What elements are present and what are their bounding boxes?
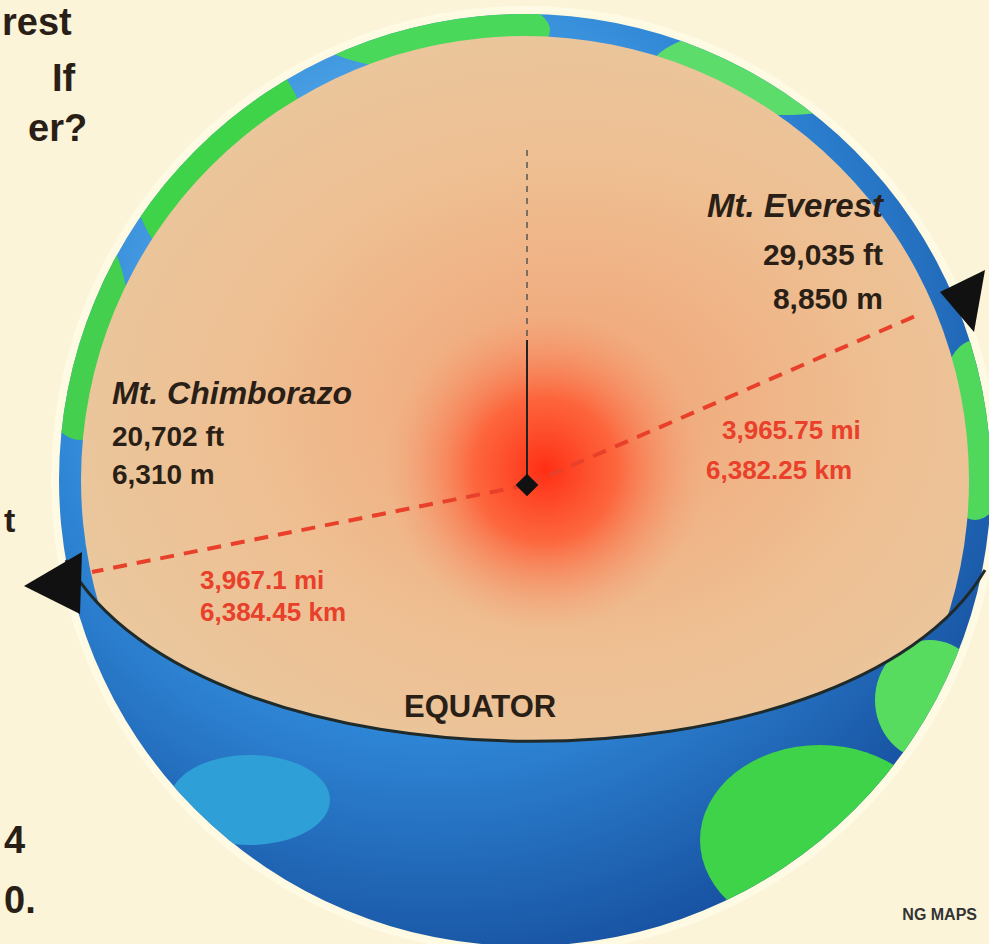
cropped-text: rest [2, 2, 72, 44]
cutaway-face [40, 0, 989, 741]
distance-label: 3,965.75 mi [722, 416, 861, 445]
cropped-text: If [52, 58, 75, 100]
distance-label: 6,384.45 km [200, 598, 346, 627]
radius-line [527, 314, 920, 485]
radius-line [92, 485, 527, 572]
summit-marker [940, 270, 985, 332]
shallow-sea [170, 755, 330, 845]
peak-height: 8,850 m [773, 282, 883, 315]
equator-line [66, 560, 985, 741]
distance-label: 3,967.1 mi [200, 566, 324, 595]
peak-height: 20,702 ft [112, 422, 224, 453]
mantle-section [40, 0, 989, 741]
map-credit: NG MAPS [902, 906, 977, 924]
center-point [516, 474, 539, 497]
peak-height: 29,035 ft [763, 238, 883, 271]
cropped-text: 4 [4, 820, 25, 862]
equator-label: EQUATOR [404, 690, 556, 724]
earth-core [385, 310, 705, 630]
axis-line [526, 340, 528, 480]
axis-line [526, 150, 528, 340]
summit-marker [24, 552, 82, 614]
cropped-text: t [4, 502, 15, 539]
cropped-text: 0. [4, 880, 36, 922]
peak-name: Mt. Chimborazo [112, 376, 352, 411]
distance-label: 6,382.25 km [706, 456, 852, 485]
peak-height: 6,310 m [112, 460, 215, 491]
peak-name: Mt. Everest [707, 188, 883, 224]
land-masses [30, 0, 989, 935]
cropped-text: er? [28, 108, 87, 150]
